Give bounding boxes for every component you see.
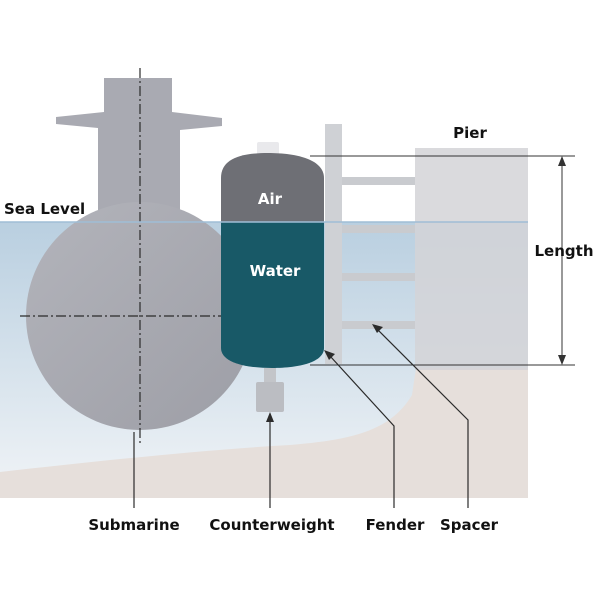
fender-air-section: [221, 153, 324, 222]
submarine-sail: [56, 78, 222, 210]
length-arrow-top: [558, 156, 566, 166]
fender-label: Fender: [366, 516, 425, 534]
length-arrow-bottom: [558, 355, 566, 365]
pier-block: [415, 148, 528, 370]
fender-cap: [257, 142, 279, 156]
counterweight-leader-arrow: [266, 412, 274, 422]
counterweight-label: Counterweight: [209, 516, 334, 534]
water-label: Water: [250, 262, 301, 280]
counterweight-connector: [264, 368, 276, 382]
pier-label: Pier: [453, 124, 487, 142]
fender-water-section: [221, 222, 324, 368]
submarine-label: Submarine: [88, 516, 179, 534]
spacer-leader-arrow: [372, 324, 383, 333]
length-dimension: [310, 155, 575, 366]
spacer-label: Spacer: [440, 516, 499, 534]
fender-leader-arrow: [324, 350, 335, 360]
length-label: Length: [535, 242, 594, 260]
air-label: Air: [258, 190, 283, 208]
spacer-bars: [342, 177, 415, 329]
leader-lines: [133, 329, 469, 508]
fender-panel: [325, 124, 342, 364]
seabed: [0, 368, 528, 498]
sea-level-label: Sea Level: [4, 200, 85, 218]
counterweight-block: [256, 382, 284, 412]
